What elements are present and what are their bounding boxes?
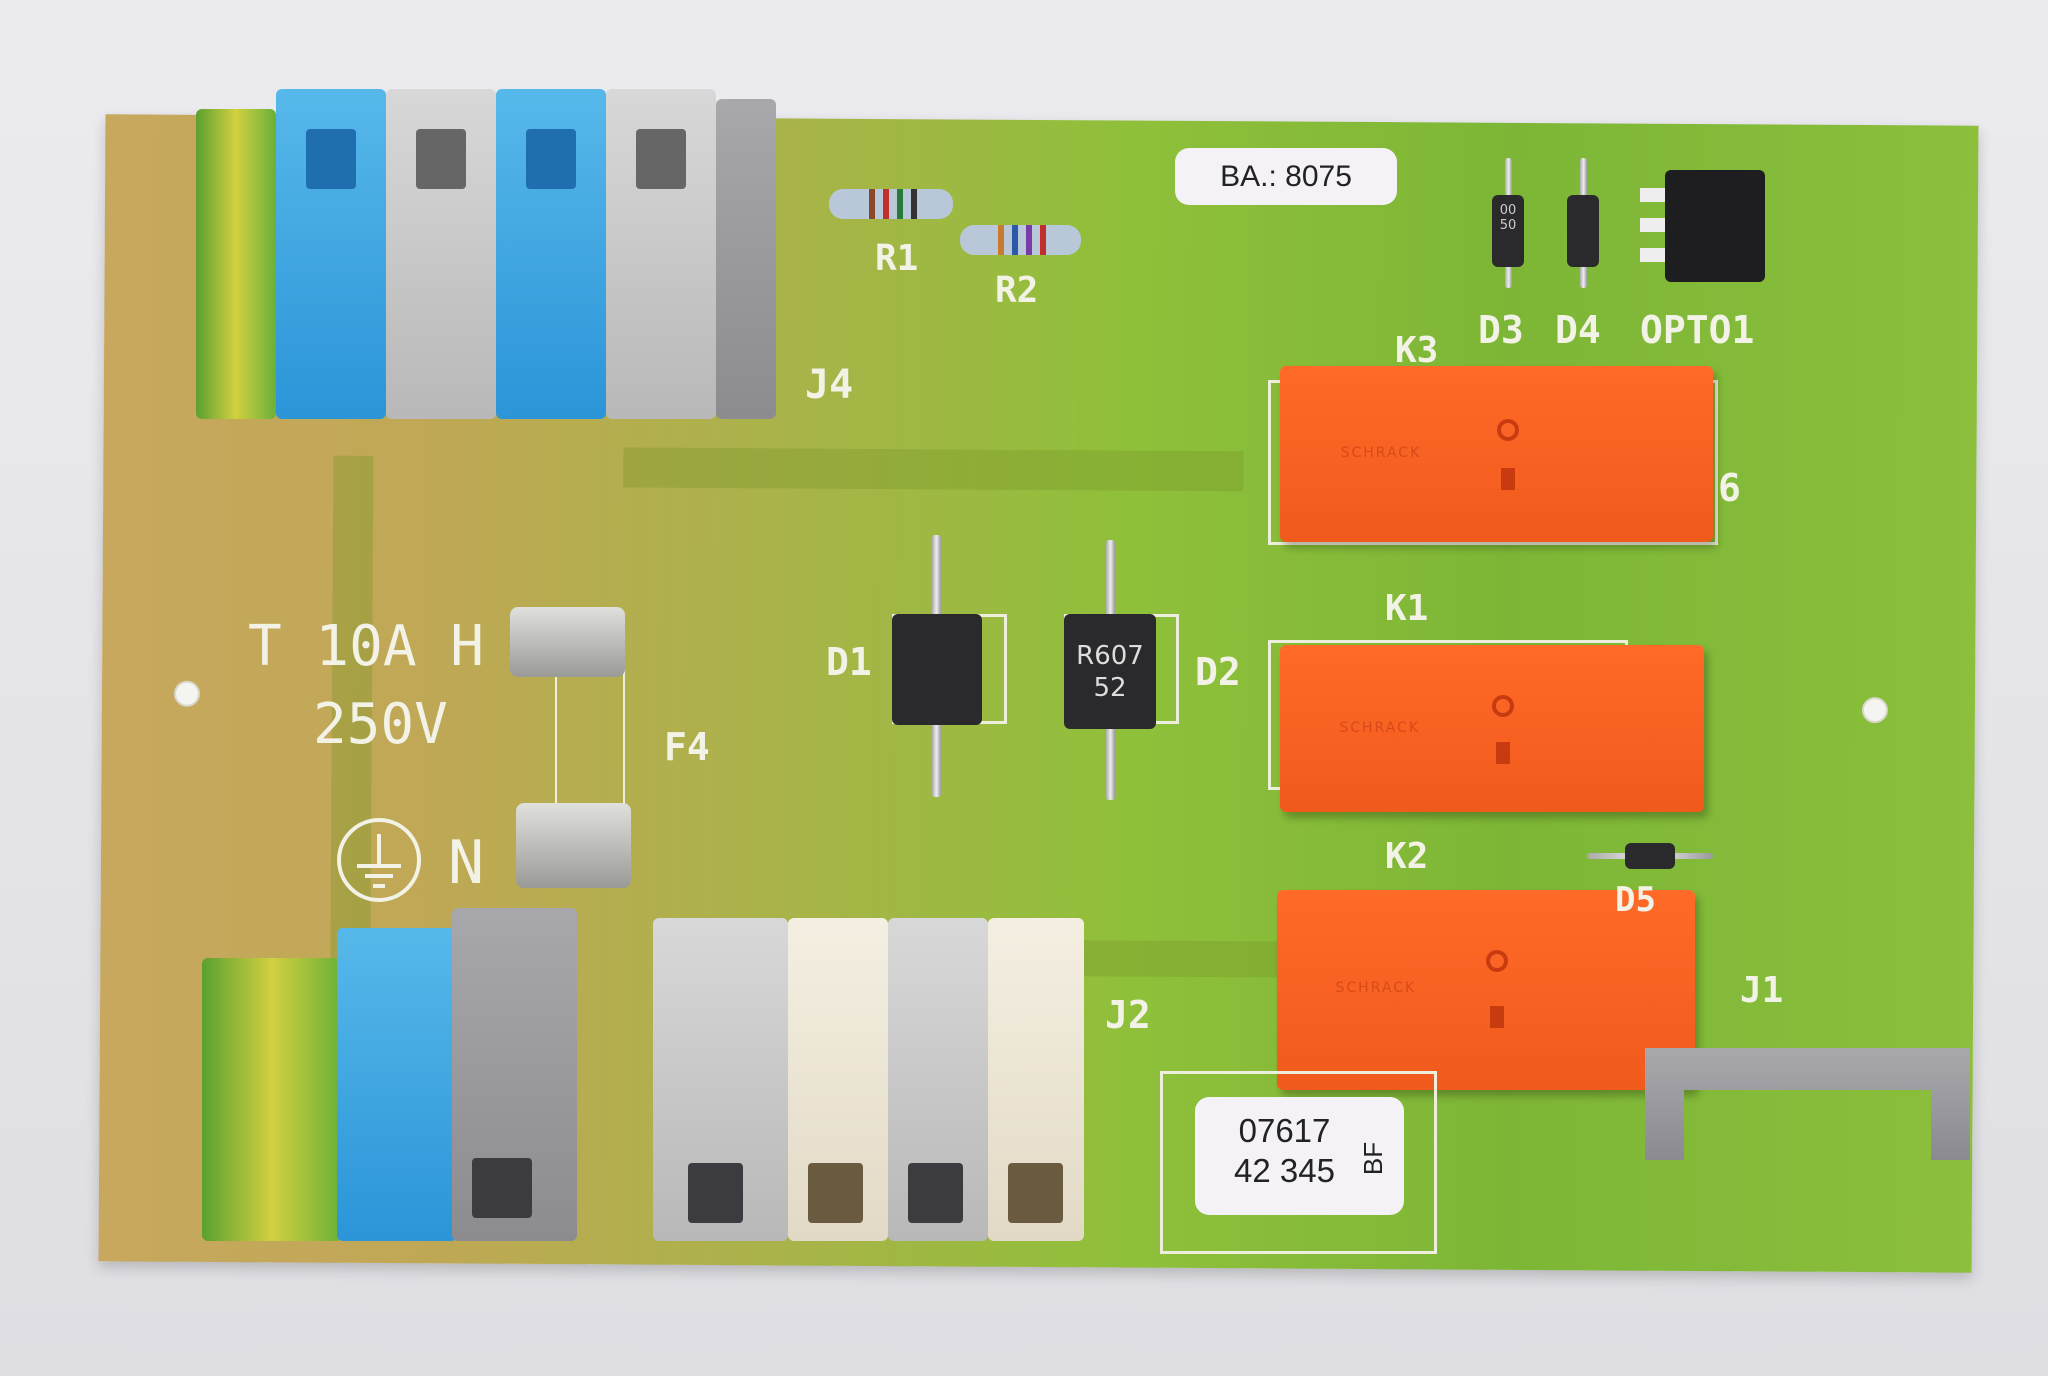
label-k3: K3: [1395, 330, 1439, 371]
optocoupler-opto1: [1640, 170, 1765, 282]
serial-line1: 07617: [1238, 1112, 1331, 1149]
serial-line2: 42 345: [1234, 1152, 1335, 1189]
diode-d2: R607 52: [1064, 614, 1156, 729]
label-d1: D1: [826, 640, 872, 684]
label-d3: D3: [1478, 308, 1524, 352]
serial-sticker: 07617 42 345 BF: [1195, 1097, 1404, 1215]
label-k1: K1: [1385, 588, 1429, 629]
diode-d5: [1625, 843, 1675, 869]
d2-marking-line1: R607: [1076, 641, 1144, 671]
label-d2: D2: [1195, 650, 1241, 694]
ground-icon: [337, 818, 421, 902]
label-r1: R1: [875, 238, 919, 279]
relay-k1: SCHRACK: [1280, 645, 1704, 812]
diode-d3: 00 50: [1492, 195, 1524, 267]
mounting-hole: [173, 680, 201, 707]
terminal-block-j2: [653, 908, 1084, 1241]
diode-d4: [1567, 195, 1599, 267]
batch-sticker: BA.: 8075: [1175, 148, 1397, 205]
fuse-clip: [516, 803, 631, 888]
relay-k3: SCHRACK: [1280, 366, 1713, 542]
label-k2: K2: [1385, 836, 1429, 877]
label-j4: J4: [805, 362, 854, 408]
trace: [623, 447, 1244, 492]
label-neutral: N: [448, 828, 485, 898]
label-opto1: OPTO1: [1640, 308, 1755, 352]
diode-d1: [892, 614, 982, 725]
sticker-outline: [1160, 1071, 1437, 1254]
fuse-clip: [510, 607, 625, 677]
label-pin6: 6: [1718, 466, 1741, 510]
relay-k2: SCHRACK: [1277, 890, 1695, 1090]
fuse-rating-line1: T 10A H: [248, 614, 485, 679]
label-r2: R2: [995, 270, 1039, 311]
label-j2: J2: [1105, 993, 1151, 1037]
resistor-r1: [829, 189, 953, 219]
label-d5: D5: [1615, 880, 1656, 920]
label-f4: F4: [664, 725, 710, 769]
resistor-r2: [960, 225, 1081, 255]
fuse-rating-line2: 250V: [313, 692, 448, 757]
terminal-block-power: [202, 908, 581, 1241]
serial-suffix: BF: [1357, 1141, 1388, 1176]
label-d4: D4: [1555, 308, 1601, 352]
mounting-hole: [1861, 697, 1888, 724]
terminal-block-j4: [196, 89, 777, 428]
d2-marking-line2: 52: [1093, 673, 1127, 703]
label-j1: J1: [1740, 970, 1784, 1011]
